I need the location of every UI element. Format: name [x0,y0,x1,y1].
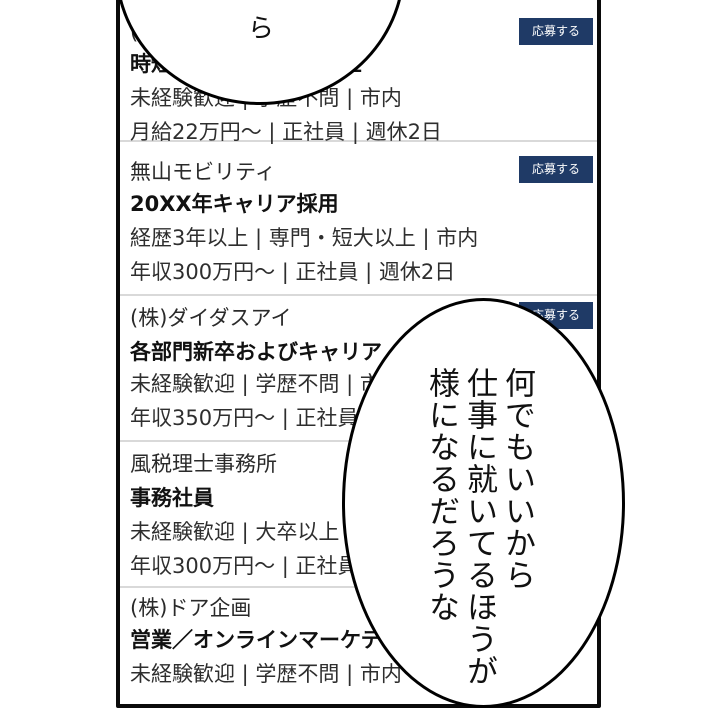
apply-button[interactable]: 応募する [519,18,593,45]
job-listing-3[interactable]: (株)ダイダスアイ 各部門新卒およびキャリア 未経験歓迎 | 学歴不問 | 市内… [120,296,597,442]
speech-bubble-top-text: ら [248,14,275,44]
job-listing-2[interactable]: 無山モビリティ 20XX年キャリア採用 経歴3年以上 | 専門・短大以上 | 市… [120,150,597,296]
speech-bubble-right: 何でもいいから 仕事に就いてるほうが 様になるだろうな [342,298,625,708]
job-requirements: 未経験歓迎 | 学歴不問 | 市内 [130,372,402,396]
job-title: 事務社員 [130,486,214,510]
job-title: 各部門新卒およびキャリア [130,340,382,364]
speech-line-1: 何でもいいから [499,367,535,591]
speech-line-2: 仕事に就いてるほうが [461,367,497,687]
company-name: (株)ダイダスアイ [130,306,292,330]
job-conditions: 月給22万円〜 | 正社員 | 週休2日 [130,120,442,144]
job-conditions: 年収300万円〜 | 正社員 | 週休2日 [130,260,456,284]
job-requirements: 経歴3年以上 | 専門・短大以上 | 市内 [130,226,479,250]
job-title: 20XX年キャリア採用 [130,192,339,216]
company-name: 風税理士事務所 [130,452,277,476]
job-requirements: 未経験歓迎 | 学歴不問 | 市内 [130,662,402,686]
company-name: 無山モビリティ [130,160,276,184]
apply-button[interactable]: 応募する [519,156,593,183]
company-name: (株)ドア企画 [130,596,252,620]
speech-line-3: 様になるだろうな [423,367,459,623]
